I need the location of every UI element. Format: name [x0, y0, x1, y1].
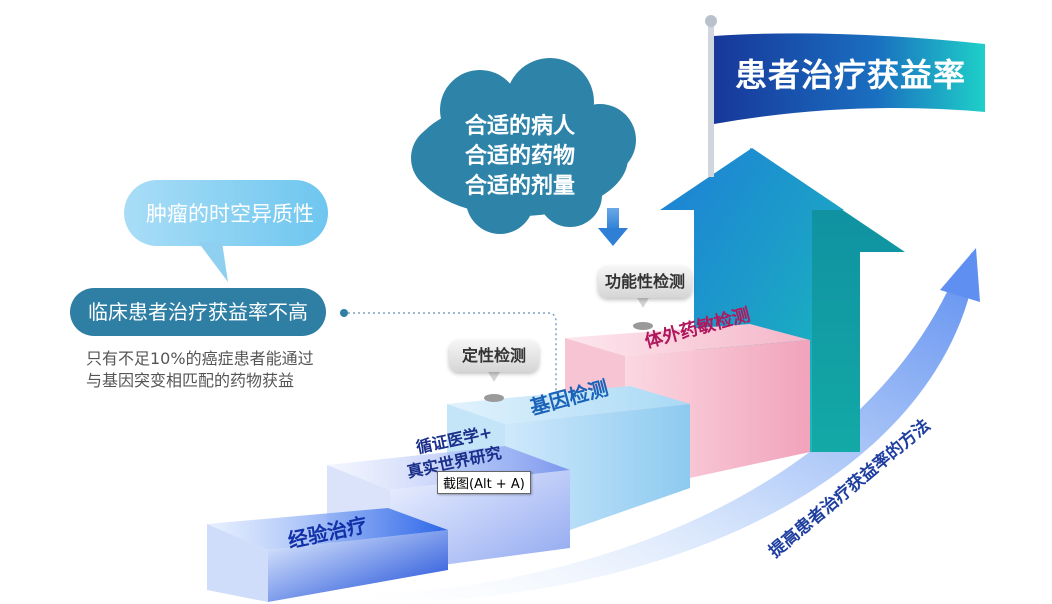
cloud-text: 合适的病人 合适的药物 合适的剂量 [440, 112, 600, 202]
connector-line [340, 309, 557, 394]
cloud-line-2: 合适的药物 [464, 144, 575, 169]
speech-bubble [124, 180, 328, 282]
note-text: 只有不足10%的癌症患者能通过 与基因突变相匹配的药物获益 [86, 348, 314, 392]
flag-title: 患者治疗获益率 [735, 56, 967, 94]
step-1 [207, 508, 448, 602]
bubble-text: 肿瘤的时空异质性 [146, 202, 314, 226]
curved-arrow-icon [300, 248, 980, 602]
cloud-line-1: 合适的病人 [464, 114, 575, 139]
note-line-1: 只有不足10%的癌症患者能通过 [86, 349, 314, 368]
down-arrow-icon [598, 208, 628, 246]
problem-pill: 临床患者治疗获益率不高 [70, 288, 326, 336]
pin-icon [484, 296, 653, 402]
tag-qualitative: 定性检测 [449, 340, 539, 372]
note-line-2: 与基因突变相匹配的药物获益 [86, 371, 295, 390]
screenshot-tooltip: 截图(Alt + A) [437, 471, 531, 494]
cloud-shape [411, 58, 636, 234]
tag-functional: 功能性检测 [598, 266, 692, 298]
cloud-line-3: 合适的剂量 [464, 174, 575, 199]
flag-icon [705, 15, 985, 177]
